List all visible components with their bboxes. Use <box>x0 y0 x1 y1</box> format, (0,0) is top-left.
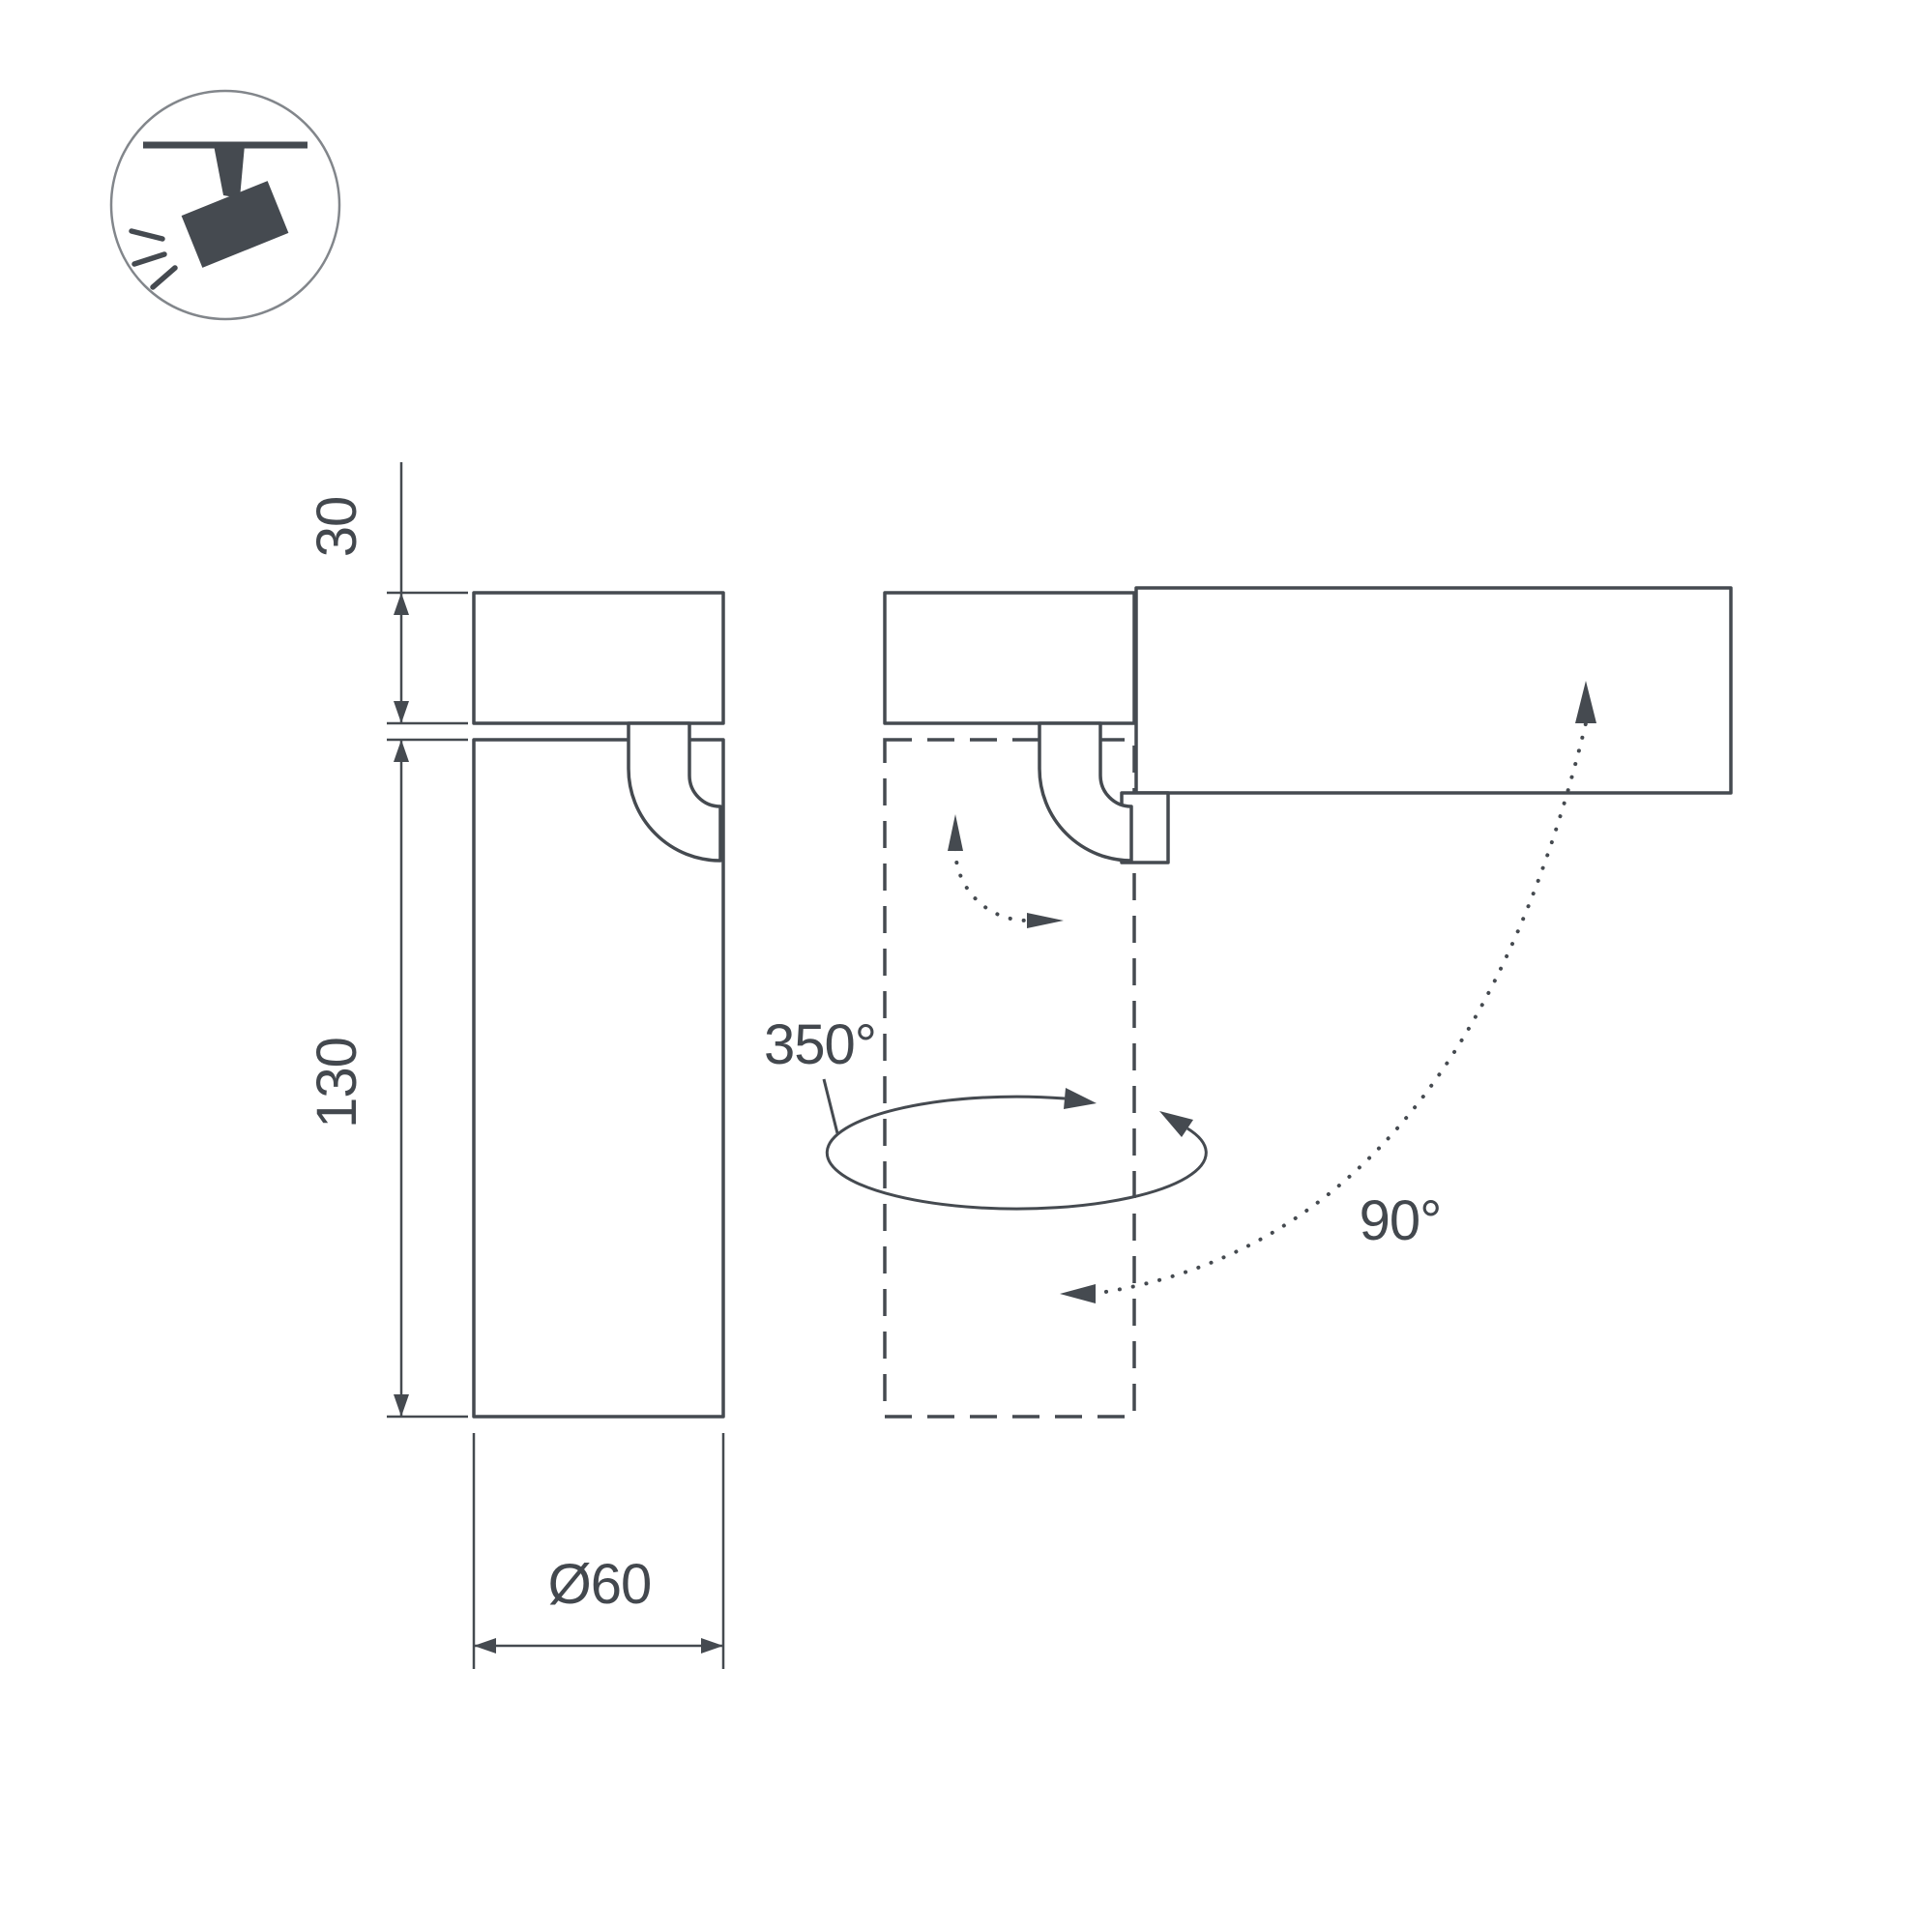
icon-ray <box>132 251 167 267</box>
swivel-arm-tilted-view <box>1038 721 1133 863</box>
mounting-type-icon <box>109 89 341 321</box>
dim-body-length-label: 130 <box>306 1038 368 1128</box>
dim-diameter: Ø60 <box>472 1433 725 1669</box>
arrowhead-down <box>394 701 409 723</box>
leader-line <box>822 1078 839 1134</box>
dim-base-height-label: 30 <box>306 497 368 558</box>
icon-ray <box>129 228 165 242</box>
dim-diameter-label: Ø60 <box>548 1553 652 1616</box>
dim-base-height: 30 <box>306 462 468 725</box>
icon-light-rays <box>129 228 178 290</box>
arrowhead-right-small <box>1027 913 1064 928</box>
arrowhead-up <box>394 740 409 762</box>
arrowhead-left-large <box>1060 1284 1096 1303</box>
arrowhead-left <box>474 1638 496 1654</box>
rotation-ellipse <box>825 1095 1208 1211</box>
swivel-arm <box>627 721 722 863</box>
arrowhead-up-small <box>948 814 963 851</box>
arrowhead-right <box>701 1638 723 1654</box>
icon-stem <box>214 145 245 198</box>
icon-circle <box>109 89 341 321</box>
pan-rotation-annotation: 350° <box>764 1013 1208 1211</box>
icon-spot-head <box>181 181 289 268</box>
tilt-arc-small <box>953 847 1029 922</box>
arrowhead-ccw <box>1159 1111 1193 1137</box>
side-view-tilted <box>883 586 1733 1419</box>
tilt-rotation-label: 90° <box>1360 1189 1442 1252</box>
arrowhead-up <box>394 593 409 615</box>
arrowhead-down <box>394 1394 409 1417</box>
tilt-rotation-annotation: 90° <box>948 681 1596 1303</box>
icon-ray <box>150 265 178 290</box>
mount-base <box>472 591 725 725</box>
side-view-straight <box>472 591 725 1419</box>
lamp-body-horizontal <box>1134 586 1733 795</box>
mount-base-tilted-view <box>883 591 1136 725</box>
arrowhead-up-large <box>1575 681 1596 723</box>
dim-body-length: 130 <box>306 738 468 1419</box>
arrowhead-cw <box>1064 1088 1097 1109</box>
lamp-body-original-position <box>883 738 1136 1419</box>
pan-rotation-label: 350° <box>764 1013 876 1076</box>
